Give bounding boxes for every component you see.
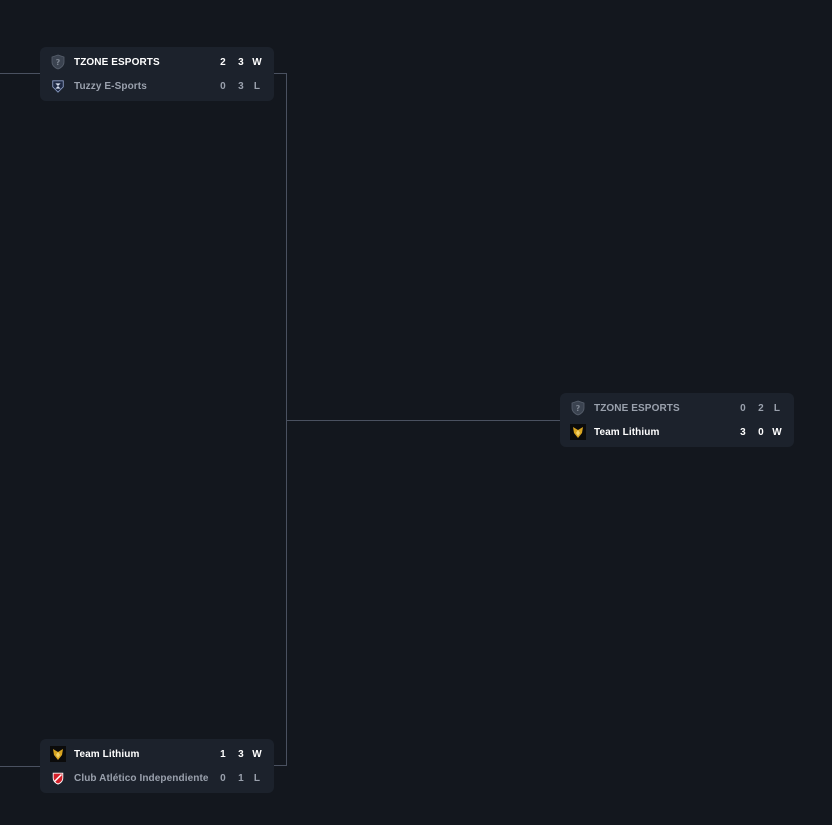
- svg-text:?: ?: [576, 404, 581, 413]
- result-badge: L: [253, 80, 261, 92]
- team-name: Tuzzy E-Sports: [74, 80, 147, 92]
- result-badge: L: [253, 772, 261, 784]
- team-name: Team Lithium: [594, 426, 660, 438]
- connector-line-top-in: [0, 73, 40, 74]
- connector-line-bottom-in: [0, 766, 40, 767]
- team-score: 1: [220, 748, 226, 760]
- team-score: 0: [220, 80, 226, 92]
- team-name: Club Atlético Independiente: [74, 772, 209, 784]
- team-row: Club Atlético Independiente 0 1 L: [40, 766, 274, 790]
- match-card-bottom[interactable]: Team Lithium 1 3 W Club Atlético Indepen…: [40, 739, 274, 793]
- result-badge: L: [773, 402, 781, 414]
- team-row: Team Lithium 1 3 W: [40, 742, 274, 766]
- team-score: 3: [238, 748, 244, 760]
- lithium-logo-icon: [50, 746, 66, 762]
- team-score: 1: [238, 772, 244, 784]
- lithium-logo-icon: [570, 424, 586, 440]
- connector-line-top-out: [274, 73, 287, 74]
- team-name: Team Lithium: [74, 748, 140, 760]
- result-badge: W: [252, 748, 262, 760]
- team-row: ? TZONE ESPORTS 2 3 W: [40, 50, 274, 74]
- team-name: TZONE ESPORTS: [594, 402, 680, 414]
- team-row: Team Lithium 3 0 W: [560, 420, 794, 444]
- connector-line-vertical: [286, 73, 287, 766]
- shield-question-icon: ?: [50, 54, 66, 70]
- team-name: TZONE ESPORTS: [74, 56, 160, 68]
- team-row: Tuzzy E-Sports 0 3 L: [40, 74, 274, 98]
- match-card-final[interactable]: ? TZONE ESPORTS 0 2 L Team Lithium 3 0 W: [560, 393, 794, 447]
- team-row: ? TZONE ESPORTS 0 2 L: [560, 396, 794, 420]
- independiente-logo-icon: [50, 770, 66, 786]
- result-badge: W: [772, 426, 782, 438]
- svg-text:?: ?: [56, 58, 61, 67]
- team-score: 0: [758, 426, 764, 438]
- team-score: 3: [238, 80, 244, 92]
- team-score: 2: [758, 402, 764, 414]
- team-score: 2: [220, 56, 226, 68]
- team-score: 0: [220, 772, 226, 784]
- connector-line-bottom-out: [274, 765, 287, 766]
- result-badge: W: [252, 56, 262, 68]
- connector-line-to-final: [286, 420, 561, 421]
- team-score: 0: [740, 402, 746, 414]
- shield-question-icon: ?: [570, 400, 586, 416]
- tuzzy-logo-icon: [50, 78, 66, 94]
- match-card-top[interactable]: ? TZONE ESPORTS 2 3 W Tuzzy E-Sports 0 3…: [40, 47, 274, 101]
- team-score: 3: [238, 56, 244, 68]
- team-score: 3: [740, 426, 746, 438]
